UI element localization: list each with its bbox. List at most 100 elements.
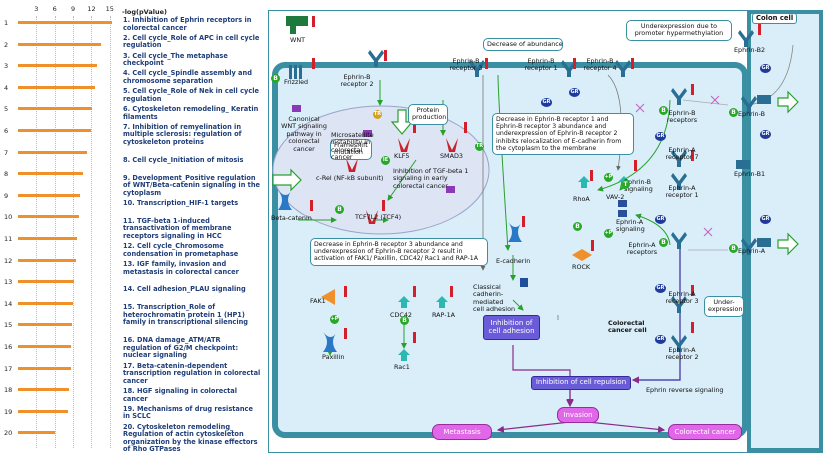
pathway-label: 18. HGF signaling in colorectal cancer xyxy=(123,387,237,403)
note-decrease-b3-b2: Decrease in Ephrin-B receptor 3 abundanc… xyxy=(310,238,488,266)
bar xyxy=(18,193,80,197)
x-axis-title: -log(pValue) xyxy=(122,8,167,16)
category-label: 7 xyxy=(4,148,9,157)
beta-catenin-icon xyxy=(278,190,292,210)
gr-badge: GR xyxy=(760,130,771,139)
receptor-icon xyxy=(671,150,687,167)
invasion-box: Invasion xyxy=(557,407,599,423)
x-tick-label: 3 xyxy=(34,5,39,13)
rock-label: ROCK xyxy=(572,263,591,271)
pathway-ref-icon xyxy=(618,200,627,207)
ephrin-b-receptor-3-label: Ephrin-B receptor 3 xyxy=(449,57,483,73)
x-tick-label: 9 xyxy=(71,5,76,13)
klf5-label: KLF5 xyxy=(394,152,410,160)
inhibition-of-cell-repulsion-box: Inhibition of cell repulsion xyxy=(531,376,631,390)
phospho-badge: +P xyxy=(604,173,613,182)
pathway-label: 6. Cytoskeleton remodeling_ Keratin fila… xyxy=(123,105,259,121)
receptor-icon xyxy=(368,50,384,67)
cdc42-label: CDC42 xyxy=(390,311,412,319)
crel-label: c-Rel (NF-kB subunit) xyxy=(316,174,384,182)
receptor-icon xyxy=(671,232,687,249)
bar xyxy=(18,64,97,68)
hollow-arrow-icon xyxy=(777,232,799,256)
bar xyxy=(18,280,75,284)
frizzled-label: Frizzled xyxy=(284,78,309,86)
gr-badge: GR xyxy=(569,88,580,97)
pathway-label: 14. Cell adhesion_PLAU signaling xyxy=(123,285,246,294)
rhoa-icon xyxy=(578,176,590,188)
ephrin-b-receptor-2-label: Ephrin-B receptor 2 xyxy=(340,73,374,89)
pathway-label: 2. Cell cycle_Role of APC in cell cycle … xyxy=(123,33,260,50)
ephrin-a-receptor-1-label: Ephrin-A receptor 1 xyxy=(665,184,699,200)
msi-label: Microsatellite instability in colorectal… xyxy=(331,131,374,162)
note-underexpression: Under- expression xyxy=(704,296,744,317)
ephrin-b2-label: Ephrin-B2 xyxy=(734,46,766,54)
receptor-icon xyxy=(671,335,687,352)
rac1-label: Rac1 xyxy=(394,363,410,371)
colorectal-cancer-box: Colorectal cancer xyxy=(668,424,742,440)
category-label: 17 xyxy=(4,364,13,373)
gr-badge: GR xyxy=(655,284,666,293)
bar xyxy=(18,172,83,176)
ephrin-b1-label: Ephrin-B1 xyxy=(734,170,766,178)
bar xyxy=(18,129,91,132)
gr-badge: GR xyxy=(541,98,552,107)
category-label: 5 xyxy=(4,105,9,114)
bar xyxy=(18,431,56,435)
tcf7l2-label: TCF7L2 (TCF4) xyxy=(355,213,402,221)
bar xyxy=(18,301,74,305)
pathway-label: 7. Inhibition of remyelination in multip… xyxy=(123,122,242,146)
rap1a-icon xyxy=(436,296,448,308)
fak1-label: FAK1 xyxy=(310,297,326,305)
pathway-label: 13. IGF family, invasion and metastasis … xyxy=(123,260,239,276)
ephrin-b-receptors-label: Ephrin-B receptors xyxy=(666,109,698,125)
category-label: 19 xyxy=(4,407,13,416)
rhoa-label: RhoA xyxy=(573,195,590,203)
gridline xyxy=(73,16,75,448)
receptor-icon xyxy=(738,30,754,47)
category-label: 14 xyxy=(4,299,13,308)
phospho-badge: +P xyxy=(330,315,339,324)
pathway-ref-icon xyxy=(618,210,627,217)
klf5-icon xyxy=(398,138,410,152)
pathway-label: 8. Cell cycle_Initiation of mitosis xyxy=(123,155,244,164)
x-tick-label: 12 xyxy=(87,5,96,13)
edge xyxy=(635,213,671,246)
edge xyxy=(631,242,681,384)
rock-icon xyxy=(572,249,592,261)
colorectal-cancer-cell-label: Colorectal cancer cell xyxy=(608,319,647,335)
bar xyxy=(18,409,68,413)
binding-badge: B xyxy=(729,244,738,253)
classical-adhesion-icon xyxy=(520,278,528,287)
colon-cell-label: Colon cell xyxy=(752,13,798,25)
wnt-icon xyxy=(286,16,308,26)
category-label: 20 xyxy=(4,429,13,438)
bar xyxy=(18,85,96,89)
pathway-ref-icon xyxy=(363,130,372,137)
gr-badge: GR xyxy=(655,215,666,224)
transport-badge: T xyxy=(621,180,630,189)
ephrin-b-receptor-4-label: Ephrin-B receptor 4 xyxy=(583,57,617,73)
hollow-arrow-icon xyxy=(272,168,302,192)
transcription-badge: TR xyxy=(373,110,382,119)
metastasis-box: Metastasis xyxy=(432,424,492,440)
classical-adhesion-label: Classical cadherin-mediated cell adhesio… xyxy=(473,283,516,314)
pathway-label: 11. TGF-beta 1-induced transactivation o… xyxy=(123,216,232,240)
gr-badge: GR xyxy=(655,335,666,344)
pathway-label: 16. DNA damage_ATM/ATR regulation of G2/… xyxy=(123,336,239,360)
ephrin-a-receptor-2-label: Ephrin-A receptor 2 xyxy=(665,346,699,362)
rap1a-label: RAP-1A xyxy=(432,311,456,319)
pathway-map: Decrease of abundance Underexpression du… xyxy=(268,10,824,453)
edge xyxy=(387,159,417,201)
category-label: 9 xyxy=(4,191,9,200)
note-decrease-b1-b3: Decrease in Ephrin-B receptor 1 and Ephr… xyxy=(492,113,634,156)
pathway-label: 15. Transcription_Role of heterochromati… xyxy=(123,303,249,327)
ligand-ephrin-a-icon xyxy=(757,238,771,247)
smad3-icon xyxy=(446,138,458,152)
pathway-label: 4. Cell cycle_Spindle assembly and chrom… xyxy=(123,69,252,85)
receptor-icon xyxy=(671,173,687,190)
receptor-glyphs xyxy=(368,30,757,352)
tcf7l2-icon xyxy=(366,210,378,224)
pathway-label: 3. Cell cycle_The metaphase checkpoint xyxy=(123,51,228,68)
receptor-icon xyxy=(671,88,687,105)
